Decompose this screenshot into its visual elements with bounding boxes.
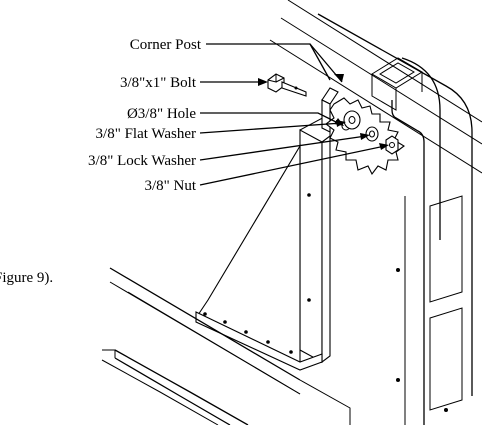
label-flat-washer: 3/8" Flat Washer [96,126,196,142]
bolt-part [267,73,307,97]
label-hole: Ø3/8" Hole [127,106,196,122]
label-bolt: 3/8"x1" Bolt [120,75,197,91]
flat-washer-part [343,110,361,130]
cabinet-drawing [101,0,482,425]
label-nut: 3/8" Nut [144,178,196,194]
lock-washer-part [365,126,379,142]
label-lock-washer: 3/8" Lock Washer [88,153,196,169]
leader-lines [199,43,389,186]
caption-fragment: Figure 9). [0,270,53,286]
nut-part [385,135,399,155]
label-corner-post: Corner Post [130,37,202,53]
